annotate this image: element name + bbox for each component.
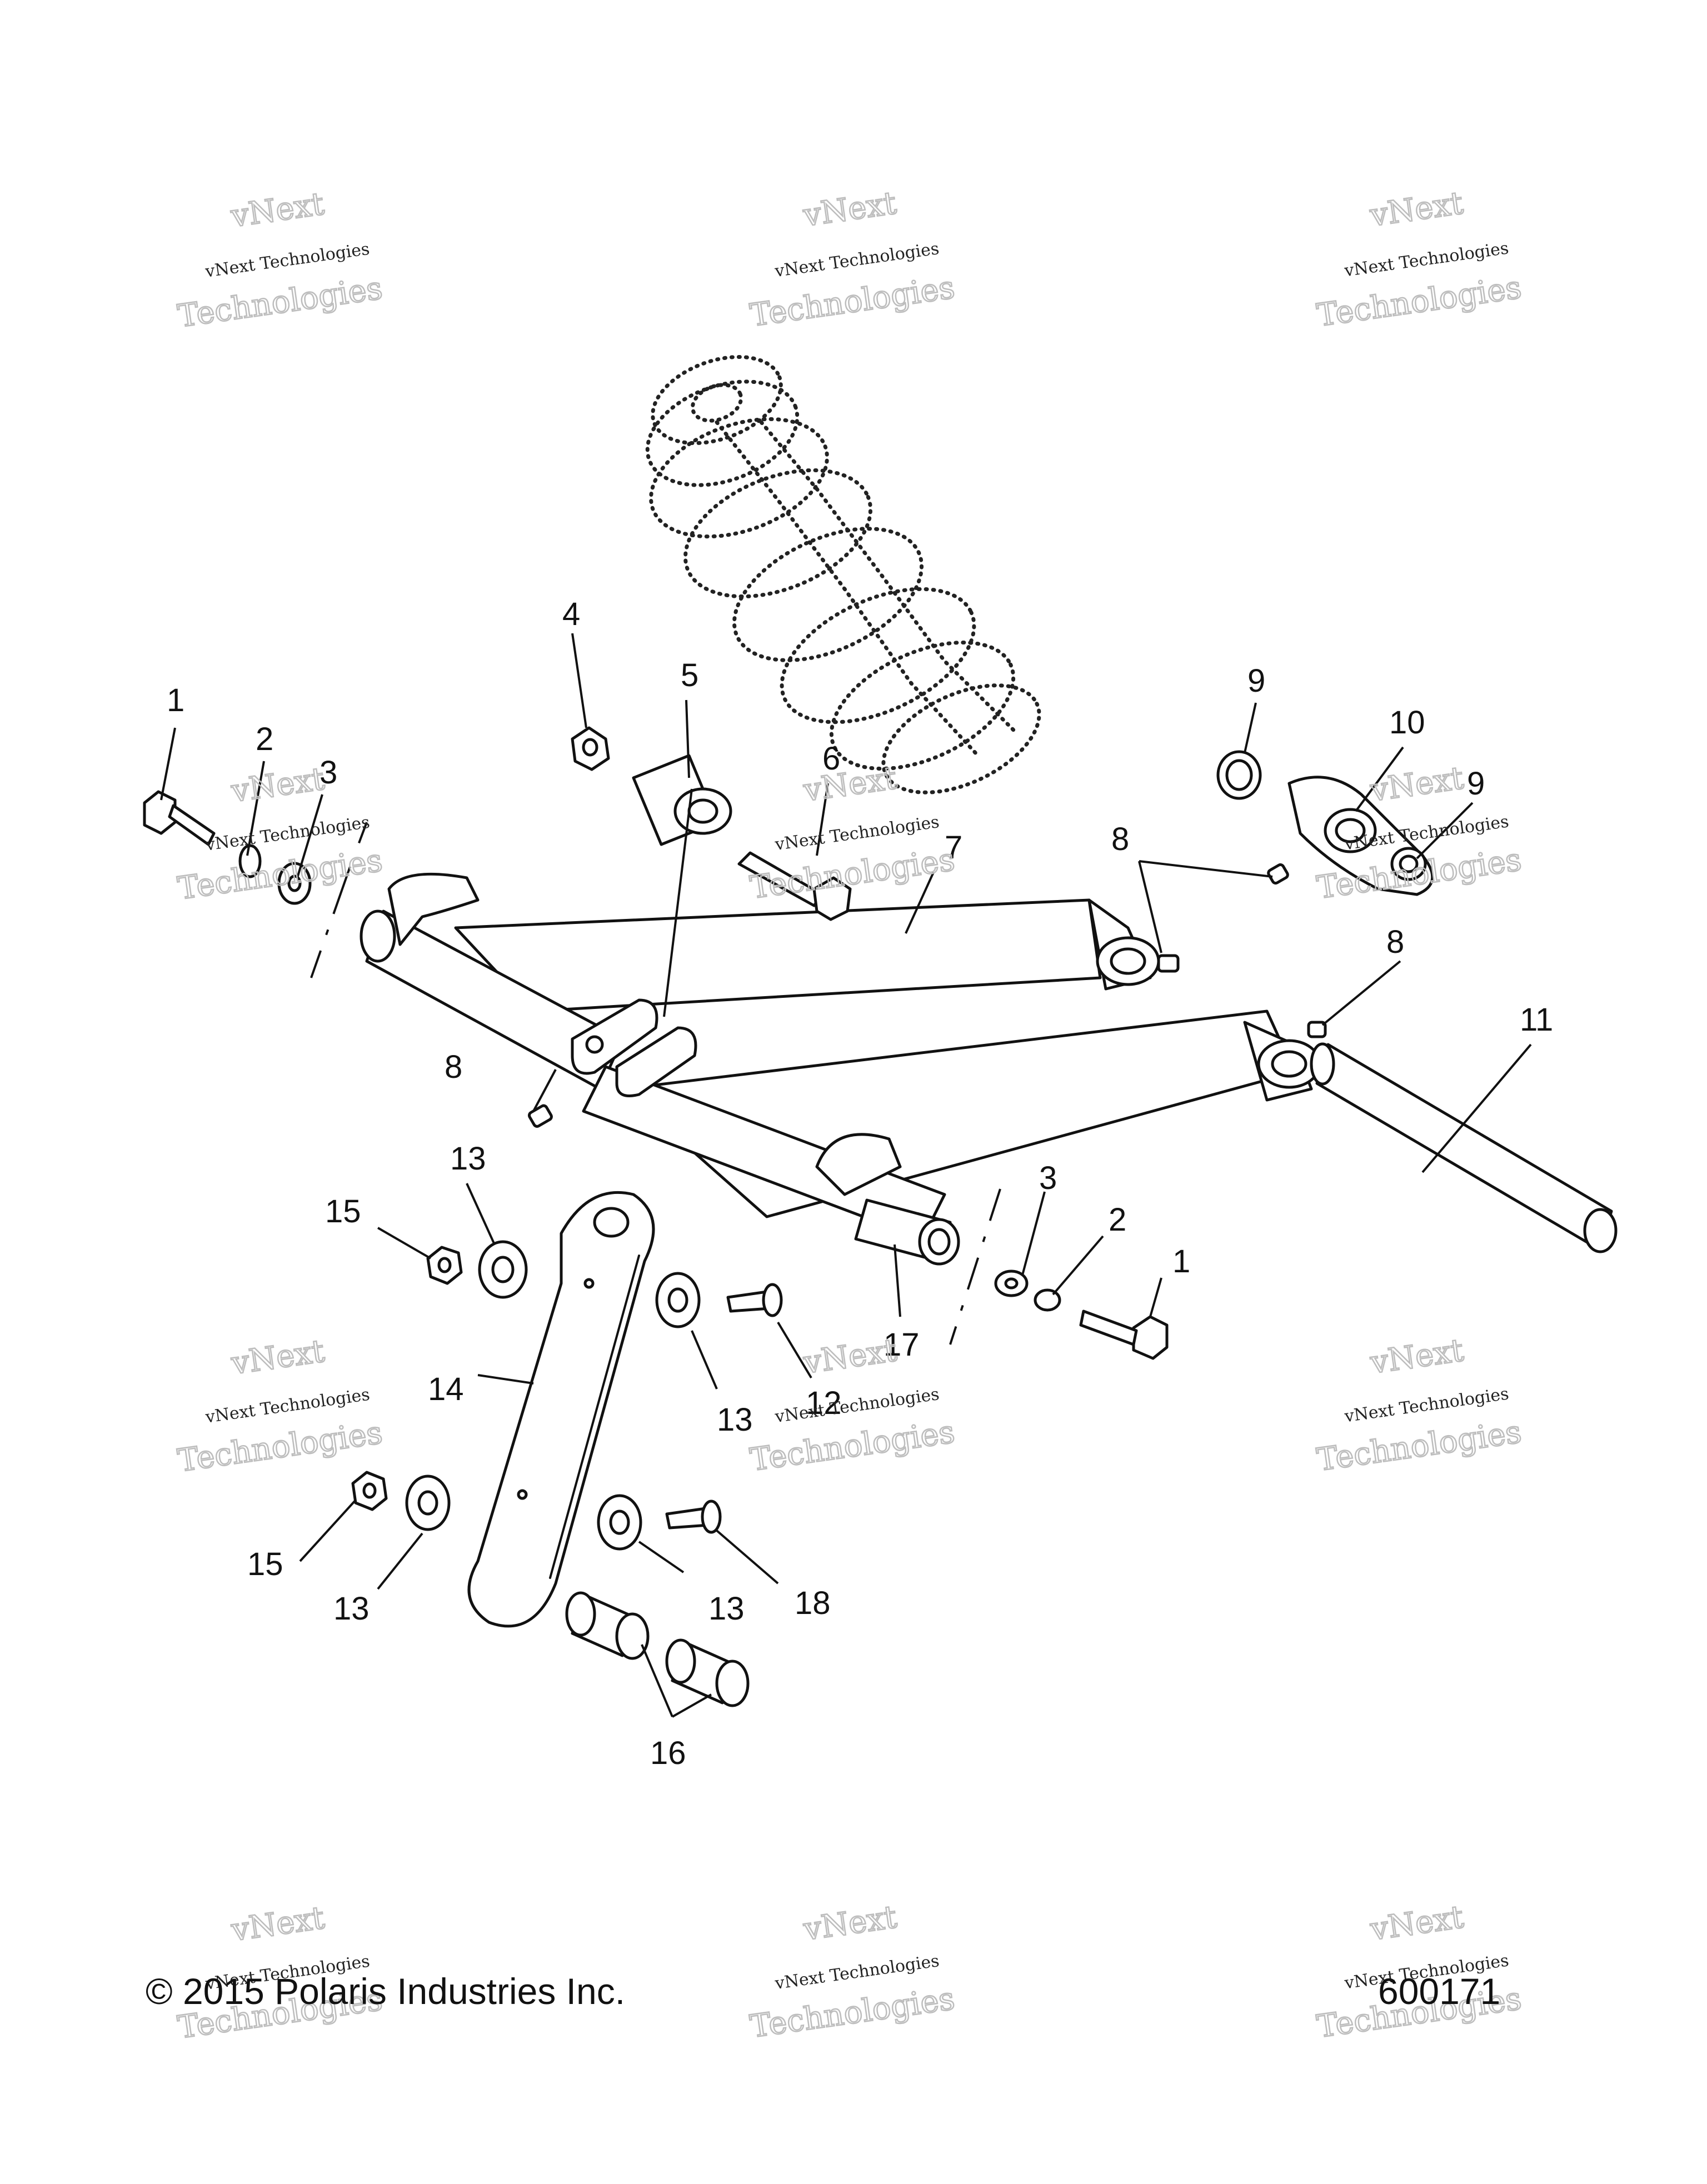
shoulder-bolt (737, 851, 852, 921)
callout-2-left: 2 (256, 721, 273, 757)
watermark-mid-center: vNext vNext Technologies Technologies (747, 759, 958, 907)
flanged-washer-4 (597, 1494, 642, 1551)
hex-bolt-left (143, 790, 216, 846)
callout-13-b: 13 (717, 1402, 753, 1438)
svg-text:vNext: vNext (801, 1899, 900, 1948)
flanged-washer-3 (405, 1475, 451, 1531)
watermark-lower-left: vNext vNext Technologies Technologies (175, 1332, 386, 1480)
grease-fitting-2 (1267, 863, 1289, 885)
callout-4: 4 (562, 596, 580, 632)
svg-text:vNext: vNext (801, 185, 899, 234)
leader-lines (160, 633, 1532, 1718)
callout-12: 12 (806, 1385, 842, 1421)
link-pin-lower (665, 1500, 722, 1534)
svg-text:vNext: vNext (228, 186, 327, 234)
watermark-top-left: vNext vNext Technologies Technologies (175, 185, 386, 335)
callout-9-upper: 9 (1247, 663, 1265, 699)
callout-18: 18 (795, 1585, 831, 1621)
callout-3-left: 3 (320, 754, 337, 791)
svg-text:vNext: vNext (801, 1332, 900, 1381)
watermark-top-center: vNext vNext Technologies Technologies (747, 184, 958, 334)
callout-11: 11 (1520, 1002, 1553, 1038)
callout-16: 16 (650, 1735, 686, 1771)
svg-text:vNext: vNext (229, 1333, 327, 1382)
figure-number: 600171 (1378, 1971, 1501, 2012)
center-lines (310, 822, 1001, 1345)
flange-nut-upper (426, 1246, 463, 1285)
flanged-washer-1 (478, 1240, 528, 1299)
callout-1-left: 1 (167, 682, 184, 718)
link-bushing-2 (665, 1638, 750, 1707)
link-arm (467, 1191, 655, 1628)
svg-text:vNext: vNext (1368, 1899, 1466, 1948)
callout-8-left: 8 (445, 1049, 462, 1085)
callout-13-c: 13 (333, 1591, 370, 1627)
callout-13-a: 13 (450, 1141, 486, 1177)
svg-text:vNext: vNext (1368, 760, 1466, 809)
flange-nut-lower (351, 1471, 388, 1511)
callout-1-right: 1 (1172, 1243, 1190, 1280)
flanged-washer-2 (655, 1272, 701, 1328)
watermark-lower-center: vNext vNext Technologies Technologies (747, 1332, 958, 1479)
link-bushing-1 (565, 1591, 650, 1660)
callout-15-upper: 15 (325, 1193, 361, 1230)
grease-fitting-4 (527, 1104, 553, 1128)
callout-8-right: 8 (1386, 924, 1404, 960)
hex-bolt-right (1079, 1310, 1169, 1360)
link-pin-upper (726, 1283, 783, 1317)
grease-fitting-3 (1307, 1021, 1327, 1038)
watermark-lower-right: vNext vNext Technologies Technologies (1314, 1332, 1525, 1479)
flat-washer-left (277, 862, 312, 905)
callout-13-d: 13 (708, 1591, 745, 1627)
callout-9-lower: 9 (1467, 766, 1485, 802)
callout-labels: 1 2 3 4 5 6 7 8 8 8 9 9 10 11 12 13 13 1… (167, 596, 1553, 1771)
watermark-bottom-right: vNext vNext Technologies Technologies (1314, 1898, 1525, 2046)
callout-5: 5 (681, 657, 698, 693)
callout-14: 14 (428, 1371, 464, 1407)
thrust-washer-upper (1216, 750, 1262, 800)
grease-fitting-1 (1157, 954, 1180, 973)
callout-7: 7 (945, 829, 962, 866)
callout-6: 6 (822, 741, 840, 777)
svg-text:vNext: vNext (1367, 185, 1466, 234)
watermark-bottom-center: vNext vNext Technologies Technologies (747, 1898, 958, 2046)
watermark-top-right: vNext vNext Technologies Technologies (1314, 184, 1525, 334)
callout-3-right: 3 (1039, 1160, 1057, 1196)
svg-text:vNext: vNext (1368, 1332, 1466, 1381)
thrust-washer-lower (1390, 847, 1427, 881)
lock-washer-right (1034, 1288, 1061, 1312)
flat-washer-right (994, 1270, 1029, 1297)
pivot-tube (1310, 1042, 1618, 1253)
svg-text:vNext: vNext (229, 1900, 327, 1948)
svg-text:vNext: vNext (801, 760, 900, 809)
lower-a-arm (571, 998, 1321, 1266)
callout-10: 10 (1389, 704, 1425, 741)
shock-spring-reference (645, 354, 1041, 794)
callout-17: 17 (884, 1327, 920, 1363)
hex-nut (571, 726, 610, 771)
callout-15-lower: 15 (247, 1546, 283, 1582)
upper-a-arm (360, 872, 1160, 1091)
copyright-notice: © 2015 Polaris Industries Inc. (146, 1971, 626, 2012)
bushing (632, 754, 732, 846)
callout-2-right: 2 (1109, 1202, 1126, 1238)
svg-text:vNext: vNext (229, 761, 327, 809)
callout-8-upper: 8 (1111, 821, 1129, 857)
